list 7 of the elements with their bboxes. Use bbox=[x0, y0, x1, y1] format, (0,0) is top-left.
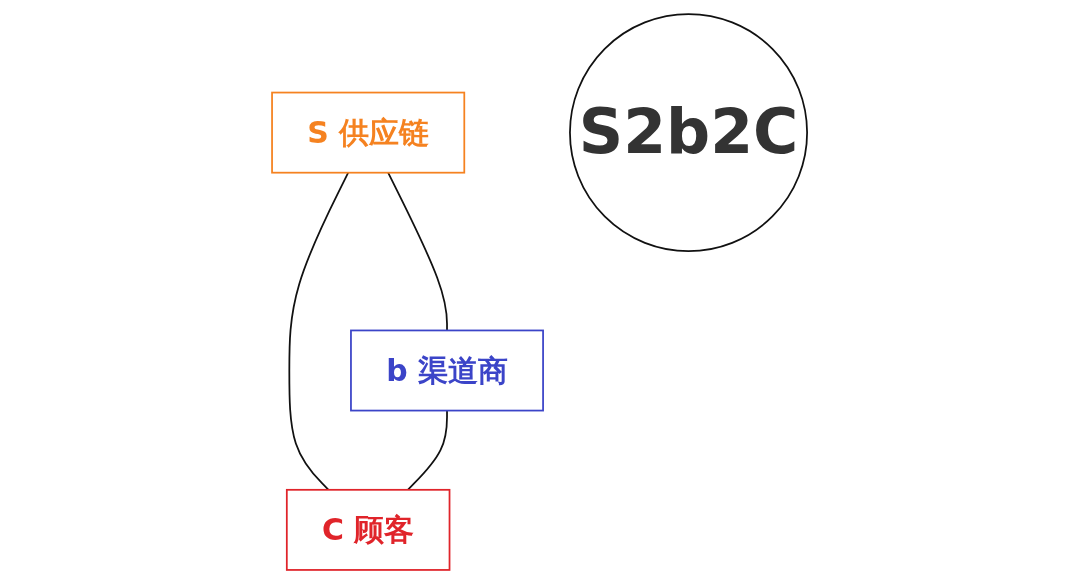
node-box: S 供应链 bbox=[271, 91, 466, 174]
node-box: b 渠道商 bbox=[350, 329, 545, 411]
connector bbox=[387, 171, 449, 331]
connector bbox=[407, 409, 449, 491]
connector bbox=[288, 171, 350, 491]
node-circle: S2b2C bbox=[569, 12, 809, 252]
node-box: C 顾客 bbox=[286, 488, 451, 571]
